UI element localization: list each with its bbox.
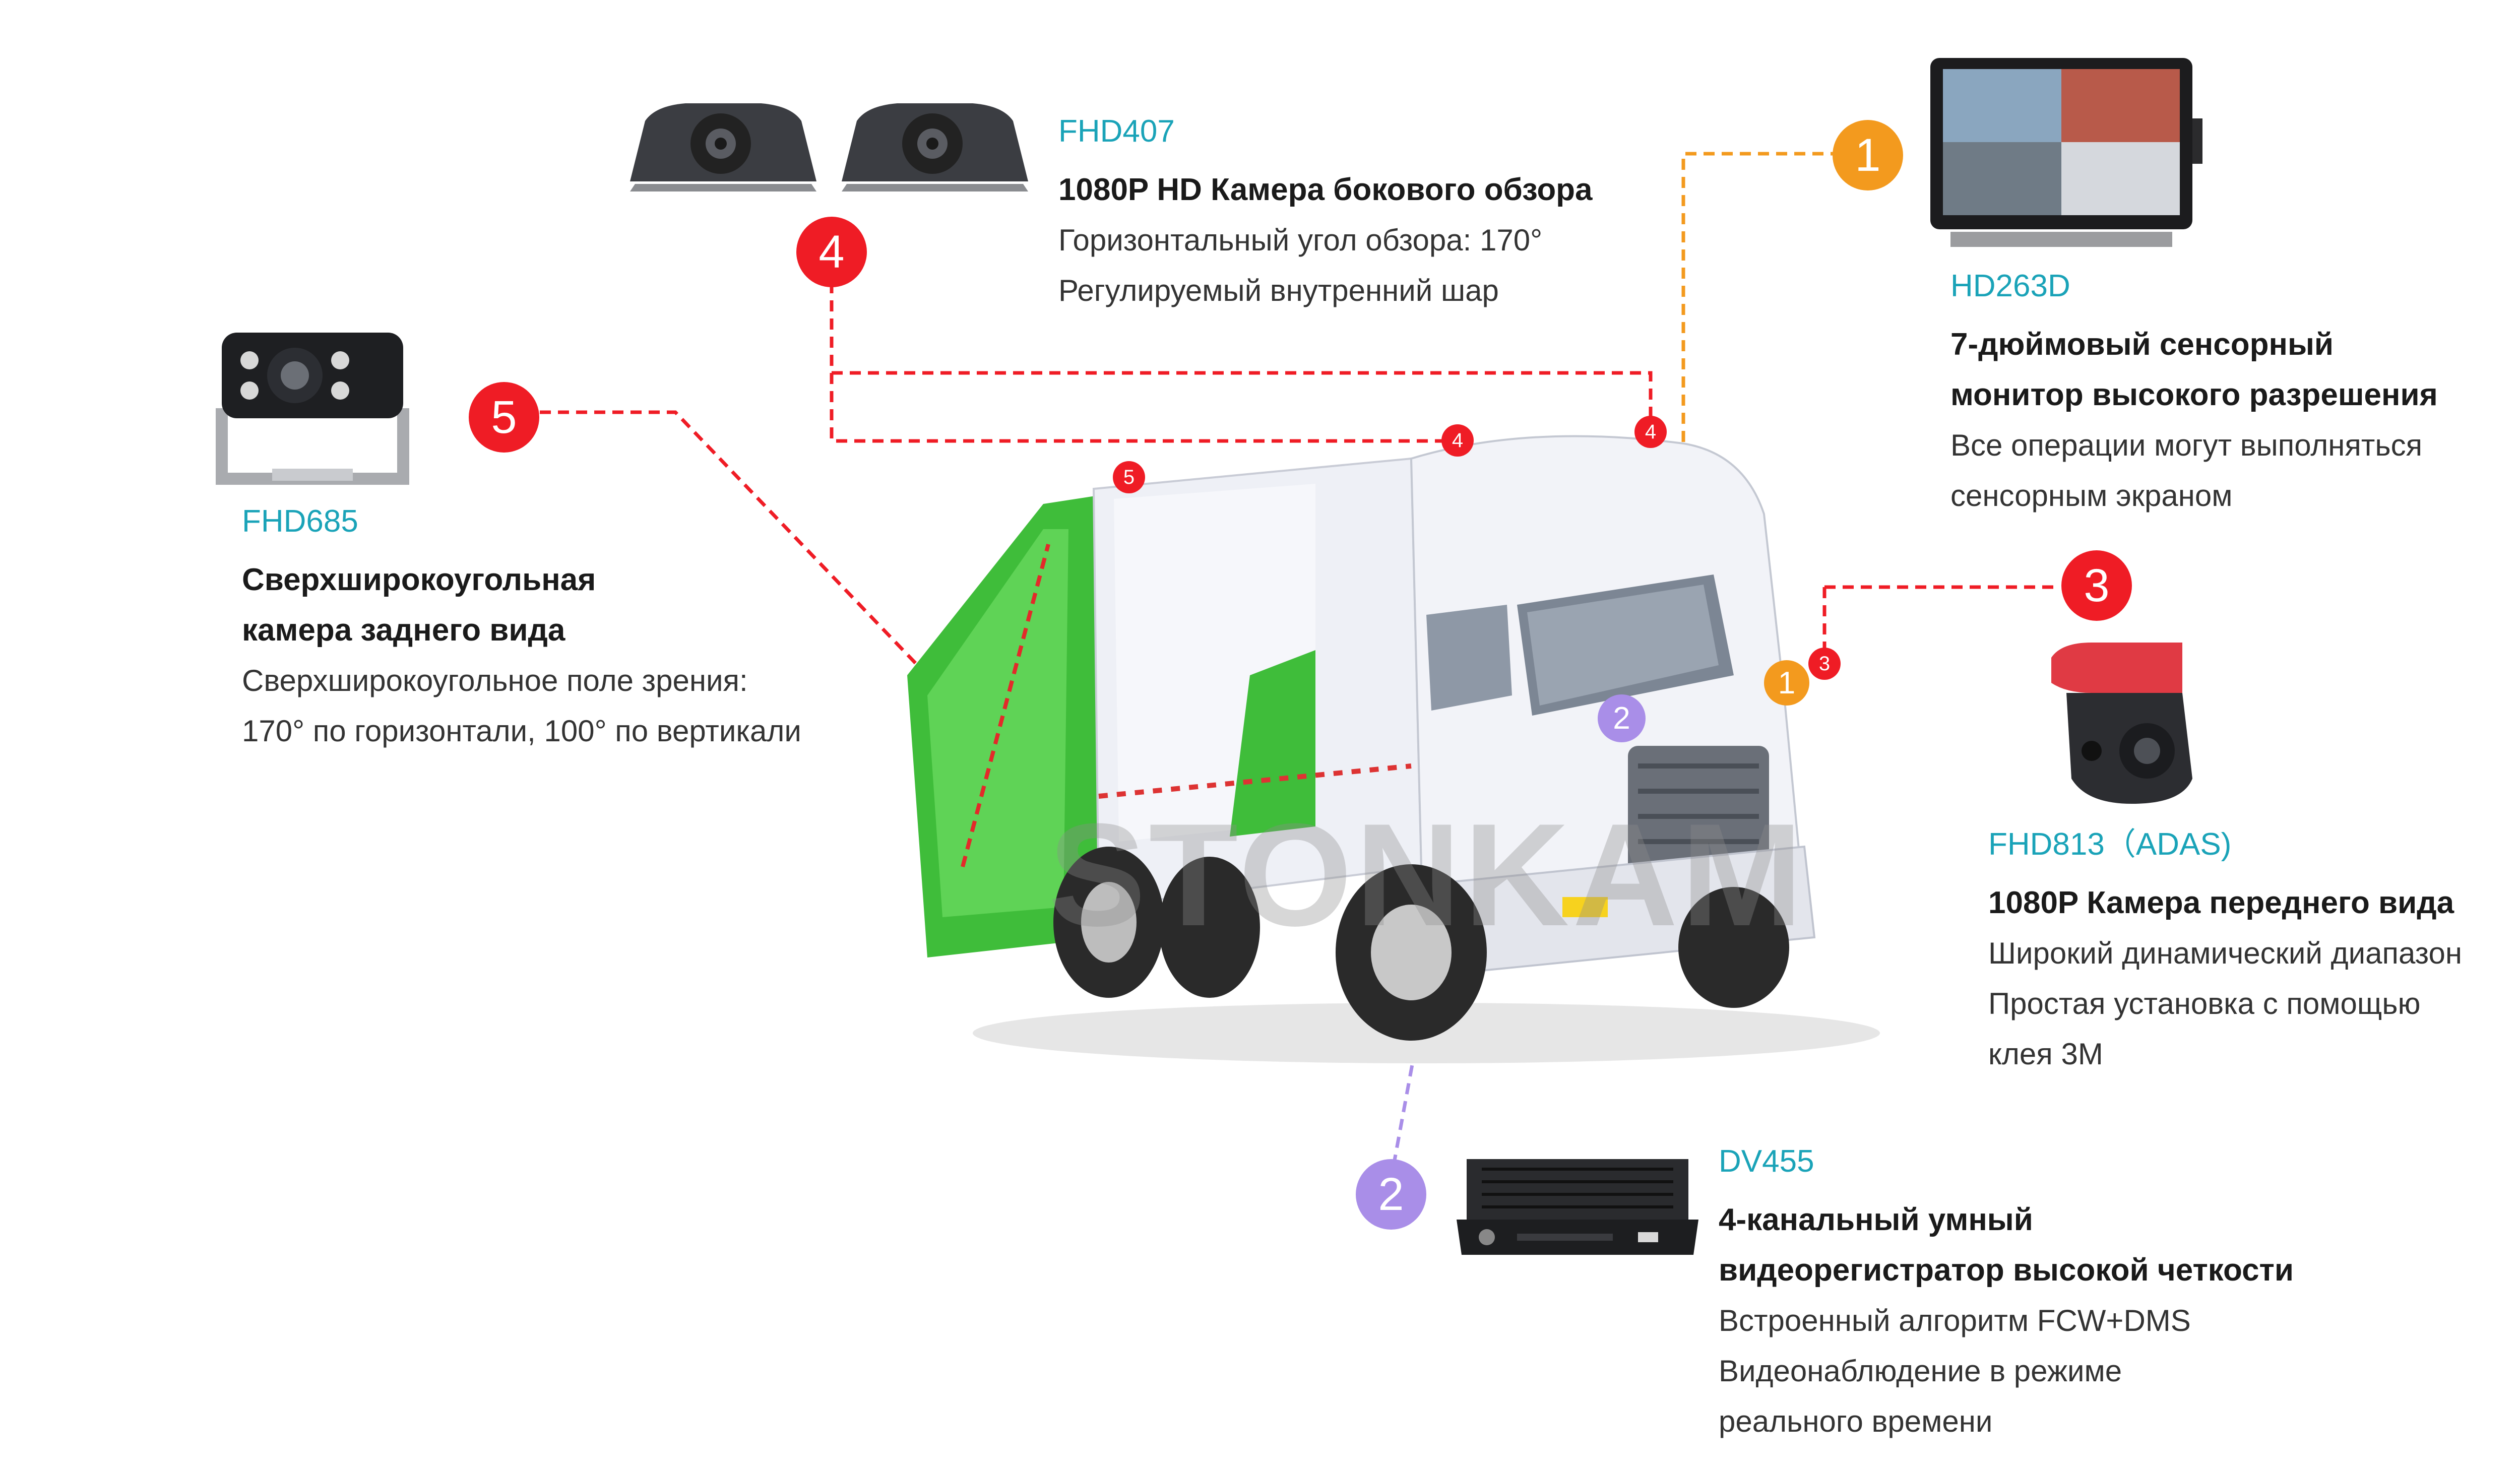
- dvr-title-line: видеорегистратор высокой четкости: [1719, 1253, 2294, 1288]
- side-camera-desc-line: Регулируемый внутренний шар: [1058, 274, 1499, 308]
- dvr-info: DV455 4-канальный умный видеорегистратор…: [1719, 1145, 2294, 1447]
- badge-4: 4: [796, 217, 867, 287]
- badge-2: 2: [1356, 1159, 1426, 1230]
- marker-badge-3: 3: [1808, 648, 1841, 680]
- monitor-image: [1930, 58, 2202, 247]
- dvr-desc-line: Встроенный алгоритм FCW+DMS: [1719, 1304, 2191, 1338]
- dvr-desc-line: Видеонаблюдение в режиме: [1719, 1354, 2122, 1388]
- rear-camera-info: FHD685 Сверхширокоугольная камера заднег…: [242, 505, 801, 756]
- marker-badge-5: 5: [1113, 461, 1145, 493]
- watermark: STONKAM: [1048, 793, 1806, 956]
- dvr-title-line: 4-канальный умный: [1719, 1202, 2033, 1238]
- monitor-model: HD263D: [1950, 269, 2070, 303]
- side-camera-model: FHD407: [1058, 114, 1175, 149]
- side-camera-desc-line: Горизонтальный угол обзора: 170°: [1058, 223, 1543, 258]
- rear-camera-model: FHD685: [242, 504, 358, 539]
- monitor-desc-line: Все операции могут выполняться: [1950, 428, 2423, 463]
- monitor-title-line: монитор высокого разрешения: [1950, 377, 2438, 413]
- dvr-model: DV455: [1719, 1144, 1814, 1179]
- monitor-info: HD263D 7-дюймовый сенсорный монитор высо…: [1950, 270, 2438, 521]
- connector-line-4a: [830, 282, 1653, 433]
- marker-badge-2: 2: [1598, 694, 1646, 742]
- connector-line-4b: [830, 373, 1457, 443]
- badge-5: 5: [469, 382, 539, 453]
- front-camera-desc-line: Простая установка с помощью: [1988, 987, 2421, 1021]
- dvr-image: [1457, 1159, 1698, 1255]
- badge-3: 3: [2061, 550, 2132, 621]
- side-camera-image: [630, 103, 1028, 191]
- badge-1: 1: [1833, 120, 1903, 190]
- dvr-desc-line: реального времени: [1719, 1404, 1993, 1439]
- garbage-truck-illustration: [907, 435, 1880, 1063]
- side-camera-title: 1080P HD Камера бокового обзора: [1058, 172, 1593, 208]
- rear-camera-title-line: камера заднего вида: [242, 613, 565, 648]
- side-camera-info: FHD407 1080P HD Камера бокового обзора Г…: [1058, 115, 1593, 316]
- rear-camera-desc-line: Сверхширокоугольное поле зрения:: [242, 664, 748, 698]
- front-camera-model: FHD813（ADAS): [1988, 827, 2232, 862]
- monitor-title-line: 7-дюймовый сенсорный: [1950, 327, 2334, 362]
- marker-badge-1: 1: [1764, 660, 1809, 706]
- marker-badge-4b: 4: [1634, 416, 1667, 448]
- front-camera-desc-line: Широкий динамический диапазон: [1988, 936, 2462, 971]
- rear-camera-title-line: Сверхширокоугольная: [242, 562, 596, 598]
- marker-badge-4a: 4: [1441, 424, 1474, 457]
- rear-camera-image: [216, 333, 409, 485]
- front-camera-title: 1080P Камера переднего вида: [1988, 885, 2454, 921]
- front-camera-desc-line: клея 3М: [1988, 1037, 2103, 1071]
- rear-camera-desc-line: 170° по горизонтали, 100° по вертикали: [242, 714, 801, 748]
- front-camera-image: [2051, 643, 2192, 804]
- front-camera-info: FHD813（ADAS) 1080P Камера переднего вида…: [1988, 828, 2462, 1079]
- monitor-desc-line: сенсорным экраном: [1950, 479, 2233, 513]
